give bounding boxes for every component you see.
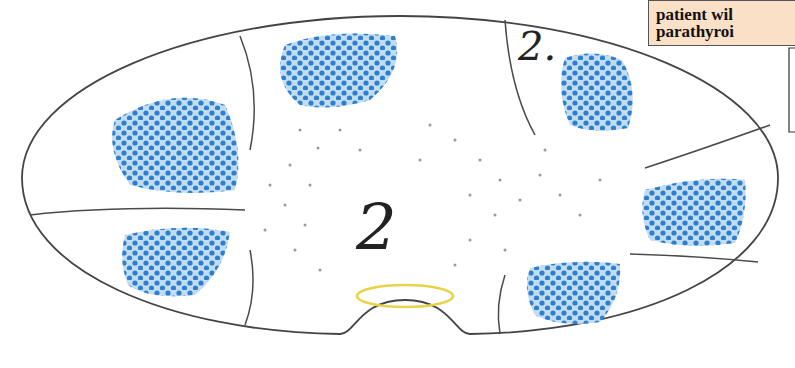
central-dots xyxy=(264,124,602,272)
handwritten-number: 2. xyxy=(518,26,556,66)
septa-lines xyxy=(30,20,770,334)
yellow-ring xyxy=(357,285,453,307)
note-box: patient wil parathyroi xyxy=(648,0,795,46)
lobules xyxy=(112,33,745,323)
handwritten-number: 2 xyxy=(356,196,397,260)
organ-outline xyxy=(22,16,778,334)
note-text: patient wil parathyroi xyxy=(656,6,774,40)
edge-box xyxy=(789,48,795,132)
